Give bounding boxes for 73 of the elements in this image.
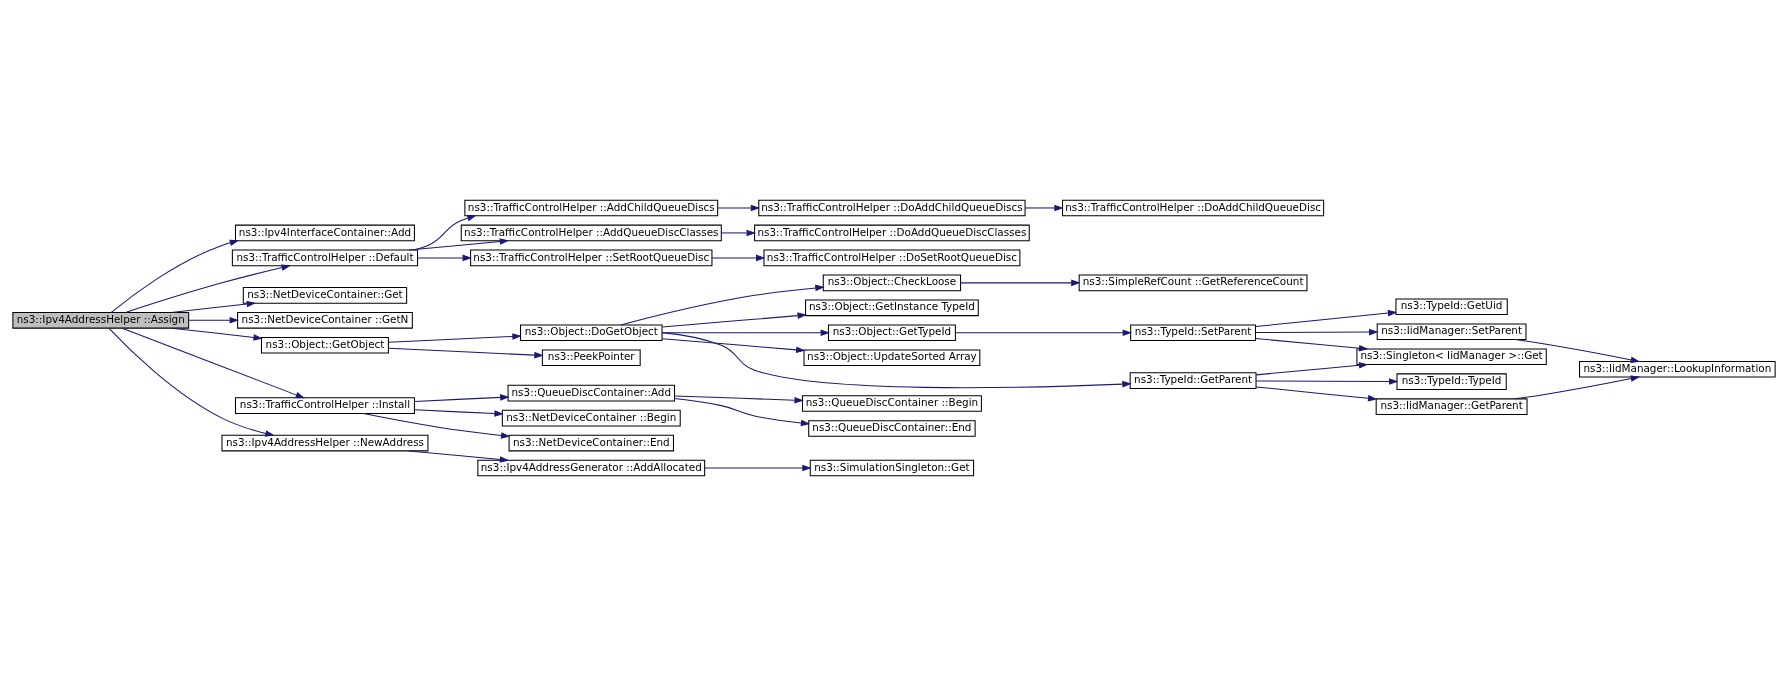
- node-box: ns3::Object::DoGetObject: [520, 324, 663, 342]
- arrow: [388, 333, 522, 343]
- arrow: [121, 327, 305, 399]
- node-box: ns3::TrafficControlHelper ::Install: [234, 397, 415, 414]
- node-box: ns3::TrafficControlHelper ::DoSetRootQueueDisc: [763, 249, 1021, 267]
- arrow: [417, 254, 472, 262]
- arrow: [704, 464, 812, 472]
- node-box: ns3::TrafficControlHelper ::DoAddQueueDiscClasses: [754, 224, 1030, 242]
- arrow: [1255, 338, 1369, 352]
- arrow: [1024, 204, 1064, 212]
- arrow: [661, 332, 1132, 389]
- arrow: [362, 412, 511, 439]
- arrow: [170, 300, 257, 313]
- node-box: ns3::NetDeviceContainer::End: [508, 434, 674, 452]
- node-box: ns3::SimulationSingleton::Get: [809, 459, 975, 477]
- node-box: ns3::PeekPointer: [541, 349, 641, 367]
- node-box: ns3::NetDeviceContainer ::GetN: [237, 312, 413, 329]
- arrow: [408, 450, 510, 463]
- arrow: [1255, 328, 1379, 336]
- arrow: [661, 312, 807, 328]
- arrow: [388, 347, 544, 359]
- arrow: [661, 338, 806, 354]
- arrow: [408, 238, 510, 251]
- node-box: ns3::IidManager::LookupInformation: [1579, 360, 1776, 378]
- arrow: [674, 395, 804, 404]
- node-box: ns3::TrafficControlHelper ::AddChildQueueDiscs: [464, 199, 719, 217]
- node-box: ns3::TrafficControlHelper ::Default: [231, 249, 419, 267]
- node-box: ns3::TypeId::GetParent: [1129, 372, 1257, 389]
- node-box: ns3::QueueDiscContainer ::Begin: [801, 395, 982, 412]
- arrow: [125, 264, 291, 313]
- node-box: ns3::Object::GetObject: [261, 336, 389, 354]
- node-box: ns3::TrafficControlHelper ::DoAddChildQueueDiscs: [758, 199, 1026, 217]
- arrow: [414, 409, 504, 417]
- node-box: ns3::TrafficControlHelper ::SetRootQueueDisc: [470, 249, 713, 267]
- node-box: ns3::TypeId::SetParent: [1130, 324, 1256, 342]
- arrow: [414, 394, 510, 402]
- node-box: ns3::Object::UpdateSorted Array: [803, 349, 981, 367]
- arrow: [721, 229, 756, 237]
- arrow: [1514, 375, 1641, 400]
- arrow: [1255, 386, 1378, 402]
- node-box: ns3::SimpleRefCount ::GetReferenceCount: [1078, 274, 1308, 292]
- arrow: [413, 214, 477, 251]
- node-box: ns3::Singleton< IidManager >::Get: [1356, 348, 1547, 366]
- node-box: ns3::TypeId::TypeId: [1396, 373, 1507, 390]
- node-box: ns3::IidManager::SetParent: [1376, 323, 1527, 341]
- node-box: ns3::NetDeviceContainer ::Begin: [501, 409, 681, 427]
- arrow: [188, 317, 239, 324]
- arrow: [674, 398, 811, 427]
- node-box: ns3::NetDeviceContainer::Get: [242, 287, 408, 304]
- arrow: [1255, 309, 1398, 328]
- node-box: ns3::QueueDiscContainer::Add: [507, 384, 675, 402]
- arrow: [960, 279, 1081, 287]
- node-box: ns3::Ipv4AddressHelper ::Assign: [12, 312, 190, 329]
- node-box: ns3::Object::GetInstance TypeId: [805, 299, 979, 317]
- arrow: [717, 204, 761, 212]
- node-box: ns3::TrafficControlHelper ::AddQueueDiscClasses: [460, 224, 722, 242]
- node-box: ns3::Ipv4AddressHelper ::NewAddress: [221, 434, 429, 452]
- node-box: ns3::IidManager::GetParent: [1375, 398, 1528, 415]
- arrow: [108, 327, 275, 437]
- arrow: [1255, 362, 1369, 376]
- node-box: ns3::Ipv4InterfaceContainer::Add: [234, 224, 415, 242]
- arrow: [711, 254, 766, 262]
- node-box: ns3::TypeId::GetUid: [1395, 298, 1508, 316]
- arrow: [1255, 378, 1399, 385]
- node-box: ns3::Object::GetTypeId: [827, 324, 956, 342]
- node-box: ns3::Ipv4AddressGenerator ::AddAllocated: [477, 459, 706, 477]
- arrow: [1514, 339, 1641, 364]
- node-box: ns3::TrafficControlHelper ::DoAddChildQueueDisc: [1062, 199, 1325, 217]
- arrow: [620, 284, 825, 326]
- node-box: ns3::Object::CheckLoose: [822, 274, 962, 292]
- arrow: [170, 327, 263, 341]
- node-box: ns3::QueueDiscContainer::End: [808, 420, 976, 437]
- arrow: [110, 239, 240, 313]
